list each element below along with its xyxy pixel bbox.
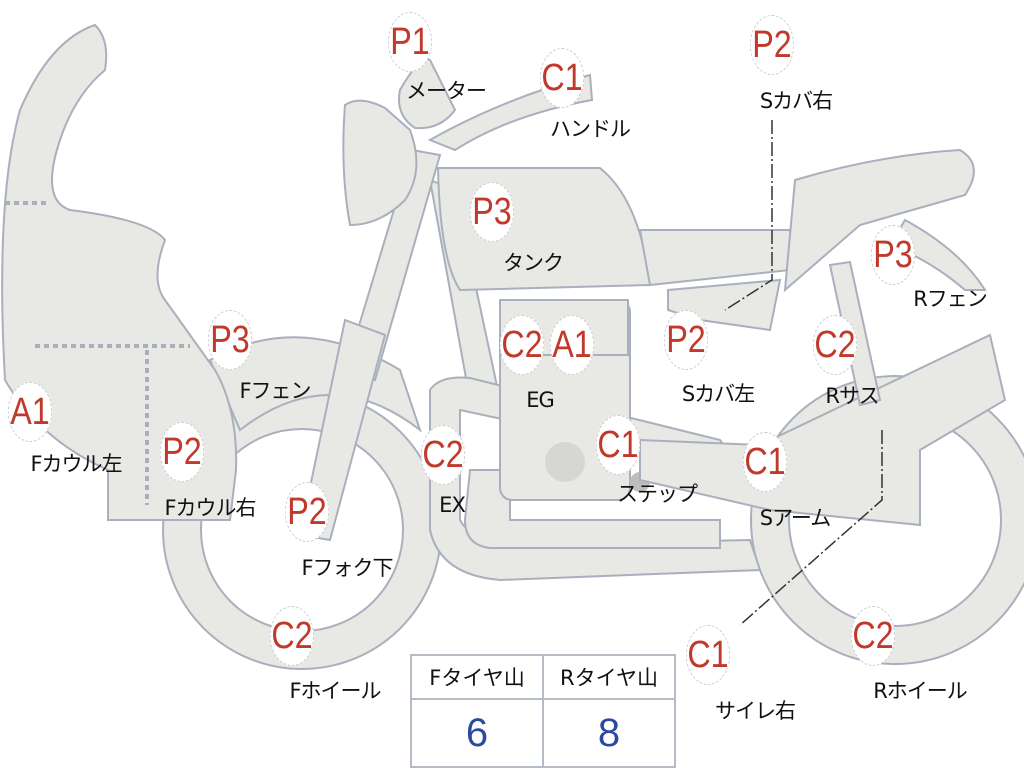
marker-rear-sus-label: Rサス [825, 384, 879, 408]
front-tyre-header: Fタイヤ山 [410, 654, 544, 700]
marker-meter-label: メーター [406, 79, 487, 103]
marker-step-label: ステップ [617, 482, 698, 506]
fork-lower [298, 318, 387, 542]
marker-exhaust-code[interactable]: C2 [420, 425, 466, 485]
marker-rear-fender-label: Rフェン [913, 287, 988, 311]
marker-rear-sus-code[interactable]: C2 [812, 315, 858, 375]
front-tyre-value: 6 [410, 698, 544, 768]
tyre-tread-table: Fタイヤ山 Rタイヤ山 6 8 [410, 654, 676, 768]
marker-exhaust-label: EX [439, 493, 466, 517]
marker-scover-left-label: Sカバ左 [681, 382, 755, 406]
marker-meter-code[interactable]: P1 [387, 12, 433, 72]
leader-line-scover-right [724, 120, 773, 311]
marker-engine-code-2[interactable]: A1 [549, 315, 595, 375]
front-cowl [1, 23, 238, 521]
marker-front-fender-label: Fフェン [239, 379, 311, 403]
marker-handle-code[interactable]: C1 [539, 48, 585, 108]
marker-tank-label: タンク [503, 251, 564, 275]
marker-front-wheel-code[interactable]: C2 [269, 606, 315, 666]
rear-tyre-value: 8 [542, 698, 676, 768]
front-fork [343, 148, 442, 382]
marker-muffler-right-code[interactable]: C1 [685, 625, 731, 685]
marker-muffler-right-label: サイレ右 [715, 699, 796, 723]
marker-swing-arm-label: Sアーム [759, 506, 831, 530]
exhaust-upper [463, 469, 721, 549]
marker-scover-right-code[interactable]: P2 [749, 15, 795, 75]
marker-front-wheel-label: Fホイール [289, 679, 381, 703]
marker-tank-code[interactable]: P3 [469, 182, 515, 242]
marker-fork-lower-code[interactable]: P2 [284, 482, 330, 542]
marker-cowl-right-label: Fカウル右 [164, 496, 256, 520]
marker-cowl-left-code[interactable]: A1 [7, 382, 53, 442]
leader-line-muffler [739, 430, 883, 626]
marker-rear-wheel-label: Rホイール [873, 679, 968, 703]
marker-engine-label: EG [526, 388, 555, 412]
marker-cowl-left-label: Fカウル左 [30, 452, 122, 476]
marker-rear-fender-code[interactable]: P3 [870, 225, 916, 285]
marker-scover-right-label: Sカバ右 [759, 89, 833, 113]
marker-rear-wheel-code[interactable]: C2 [850, 606, 896, 666]
marker-fork-lower-label: Fフォク下 [301, 556, 393, 580]
rear-tyre-header: Rタイヤ山 [542, 654, 676, 700]
marker-front-fender-code[interactable]: P3 [207, 310, 253, 370]
marker-swing-arm-code[interactable]: C1 [742, 432, 788, 492]
marker-scover-left-code[interactable]: P2 [663, 310, 709, 370]
marker-step-code[interactable]: C1 [595, 415, 641, 475]
headlight [342, 99, 418, 227]
swing-arm [639, 333, 1007, 527]
seat [638, 229, 791, 287]
marker-cowl-right-code[interactable]: P2 [159, 422, 205, 482]
engine-cover [545, 442, 585, 482]
marker-engine-code[interactable]: C2 [499, 315, 545, 375]
marker-handle-label: ハンドル [550, 117, 631, 141]
rear-cowl [783, 148, 975, 293]
